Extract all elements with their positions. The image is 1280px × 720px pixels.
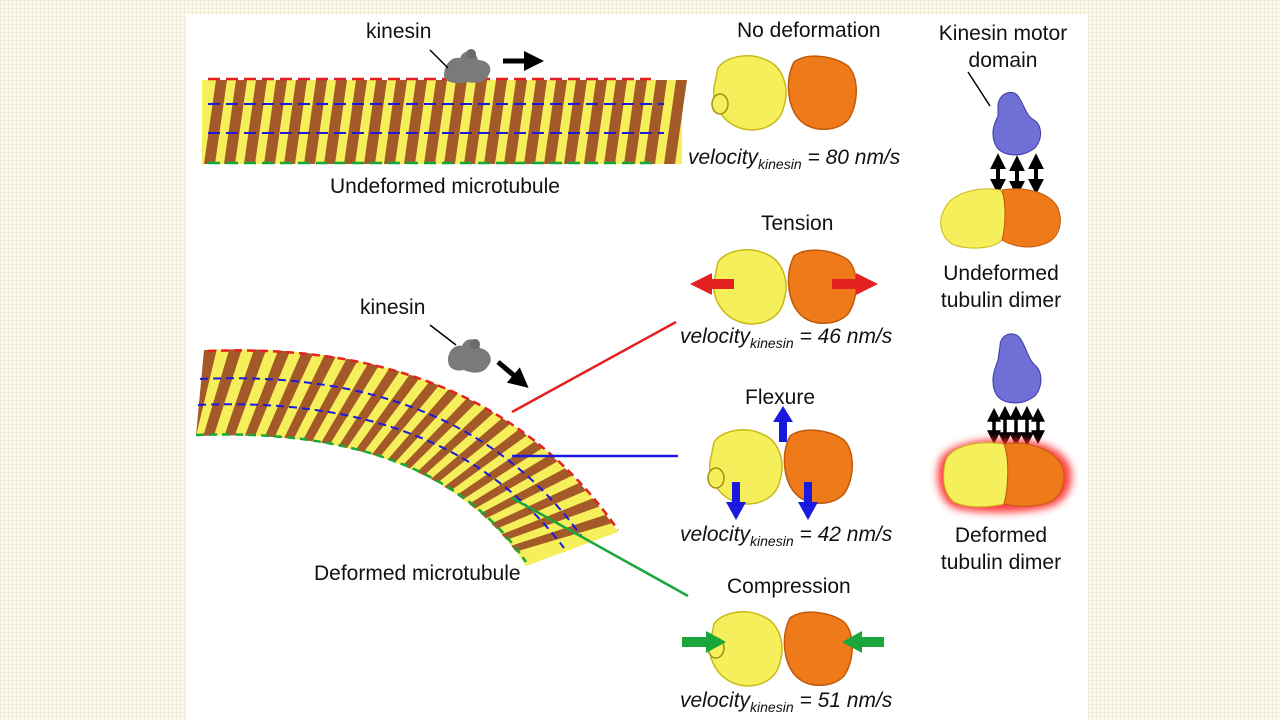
slide: kinesin Undeformed microtubule kinesin D… (186, 14, 1088, 720)
velocity-prefix: velocity (688, 146, 759, 169)
dimer-flexure (707, 429, 853, 505)
motor-domain-pointer (967, 71, 991, 107)
velocity-prefix: velocity (680, 689, 751, 712)
deformed-dimer-shape (937, 439, 1072, 513)
undeformed-reference-lines (208, 77, 664, 165)
kinesin-label-bottom: kinesin (360, 296, 426, 319)
velocity-value: = 80 nm/s (807, 146, 901, 169)
velocity-prefix: velocity (680, 523, 751, 546)
velocity-no-deformation: velocitykinesin = 80 nm/s (688, 145, 901, 172)
velocity-prefix: velocity (680, 325, 751, 348)
velocity-compression: velocitykinesin = 51 nm/s (680, 688, 893, 715)
velocity-flexure: velocitykinesin = 42 nm/s (680, 522, 893, 549)
kinesin-label-top: kinesin (366, 20, 432, 43)
binding-arrows-bottom (987, 405, 1045, 447)
dimer-compression (707, 611, 853, 687)
velocity-value: = 51 nm/s (799, 689, 893, 712)
undeformed-microtubule (202, 80, 687, 164)
undeformed-dimer-shape (940, 188, 1061, 249)
kinesin-top-pointer (429, 49, 449, 69)
compression-connector (511, 496, 689, 598)
dimer-tension (713, 249, 857, 325)
velocity-subscript: kinesin (750, 699, 794, 715)
dimer-no-deformation (711, 55, 857, 131)
tension-connector (511, 320, 677, 414)
deformed-tubulin-dimer-label: Deformed tubulin dimer (940, 524, 1062, 574)
velocity-tension: velocitykinesin = 46 nm/s (680, 324, 893, 351)
state-title-tension: Tension (761, 212, 834, 235)
flexure-arrows (726, 406, 818, 520)
velocity-subscript: kinesin (758, 156, 802, 172)
kinesin-bottom-pointer (429, 324, 457, 346)
kinesin-top-shape (444, 49, 491, 84)
binding-arrows-top (990, 153, 1044, 197)
compression-arrows (682, 631, 884, 653)
kinesin-motor-domain-label: Kinesin motor domain (938, 22, 1068, 72)
kinesin-direction-arrow-bottom (496, 360, 529, 388)
velocity-value: = 46 nm/s (799, 325, 893, 348)
undeformed-microtubule-label: Undeformed microtubule (330, 175, 560, 198)
state-title-no-deformation: No deformation (737, 19, 881, 42)
kinesin-motor-domain-bottom (992, 333, 1042, 404)
diagram-artwork (195, 49, 1072, 687)
velocity-value: = 42 nm/s (799, 523, 893, 546)
undeformed-tubulin-dimer-label: Undeformed tubulin dimer (940, 262, 1062, 312)
deformed-microtubule (196, 349, 618, 566)
kinesin-bottom-shape (448, 339, 491, 373)
state-title-flexure: Flexure (745, 386, 816, 409)
deformed-microtubule-label: Deformed microtubule (314, 562, 521, 585)
velocity-subscript: kinesin (750, 533, 794, 549)
kinesin-motor-domain-top (992, 91, 1041, 156)
tension-arrows (690, 273, 878, 295)
state-title-compression: Compression (727, 575, 851, 598)
velocity-subscript: kinesin (750, 335, 794, 351)
